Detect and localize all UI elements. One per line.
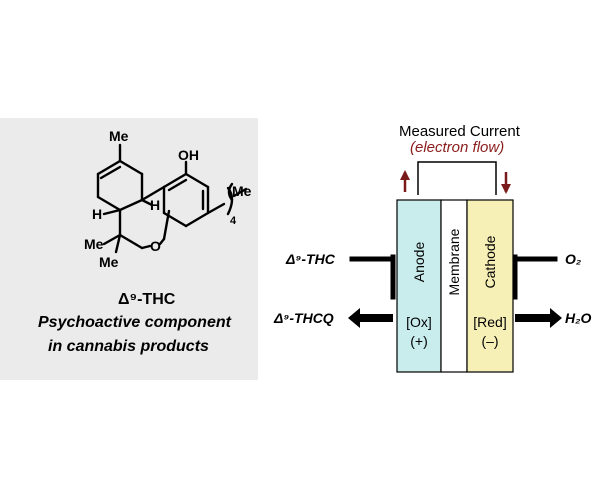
atom-me-chain: Me [232,183,252,199]
membrane-label: Membrane [446,228,462,295]
current-title: Measured Current [399,123,520,140]
atom-o-ring: O [150,238,161,254]
output-left-arrow [348,308,393,328]
atom-h-upper: H [150,197,160,213]
cathode-red-label: [Red] [473,314,506,330]
cathode-label: Cathode [482,235,498,288]
output-right-arrow [515,308,562,328]
anode-sign: (+) [410,333,428,349]
cathode-sign: (–) [481,333,498,349]
current-subtitle: (electron flow) [410,139,505,156]
membrane-compartment [440,199,468,373]
atom-chain-sub: 4 [230,215,237,227]
atom-me-left2: Me [99,254,119,270]
atom-me-left: Me [84,236,104,252]
atom-oh: OH [178,147,199,163]
atom-h-lower: H [92,206,102,222]
input-left-label: Δ⁹-THC [286,251,335,267]
anode-compartment [396,199,442,373]
output-left-label: Δ⁹-THCQ [274,310,334,326]
cathode-compartment [466,199,514,373]
molecule-panel [0,118,258,380]
anode-label: Anode [411,242,427,283]
output-right-label: H₂O [565,310,592,326]
caption-line-2: in cannabis products [48,338,209,355]
caption-line-1: Psychoactive component [38,314,231,331]
input-right-label: O₂ [565,251,582,267]
anode-ox-label: [Ox] [406,314,432,330]
atom-me-top: Me [109,128,129,144]
molecule-name: Δ⁹-THC [118,291,176,308]
